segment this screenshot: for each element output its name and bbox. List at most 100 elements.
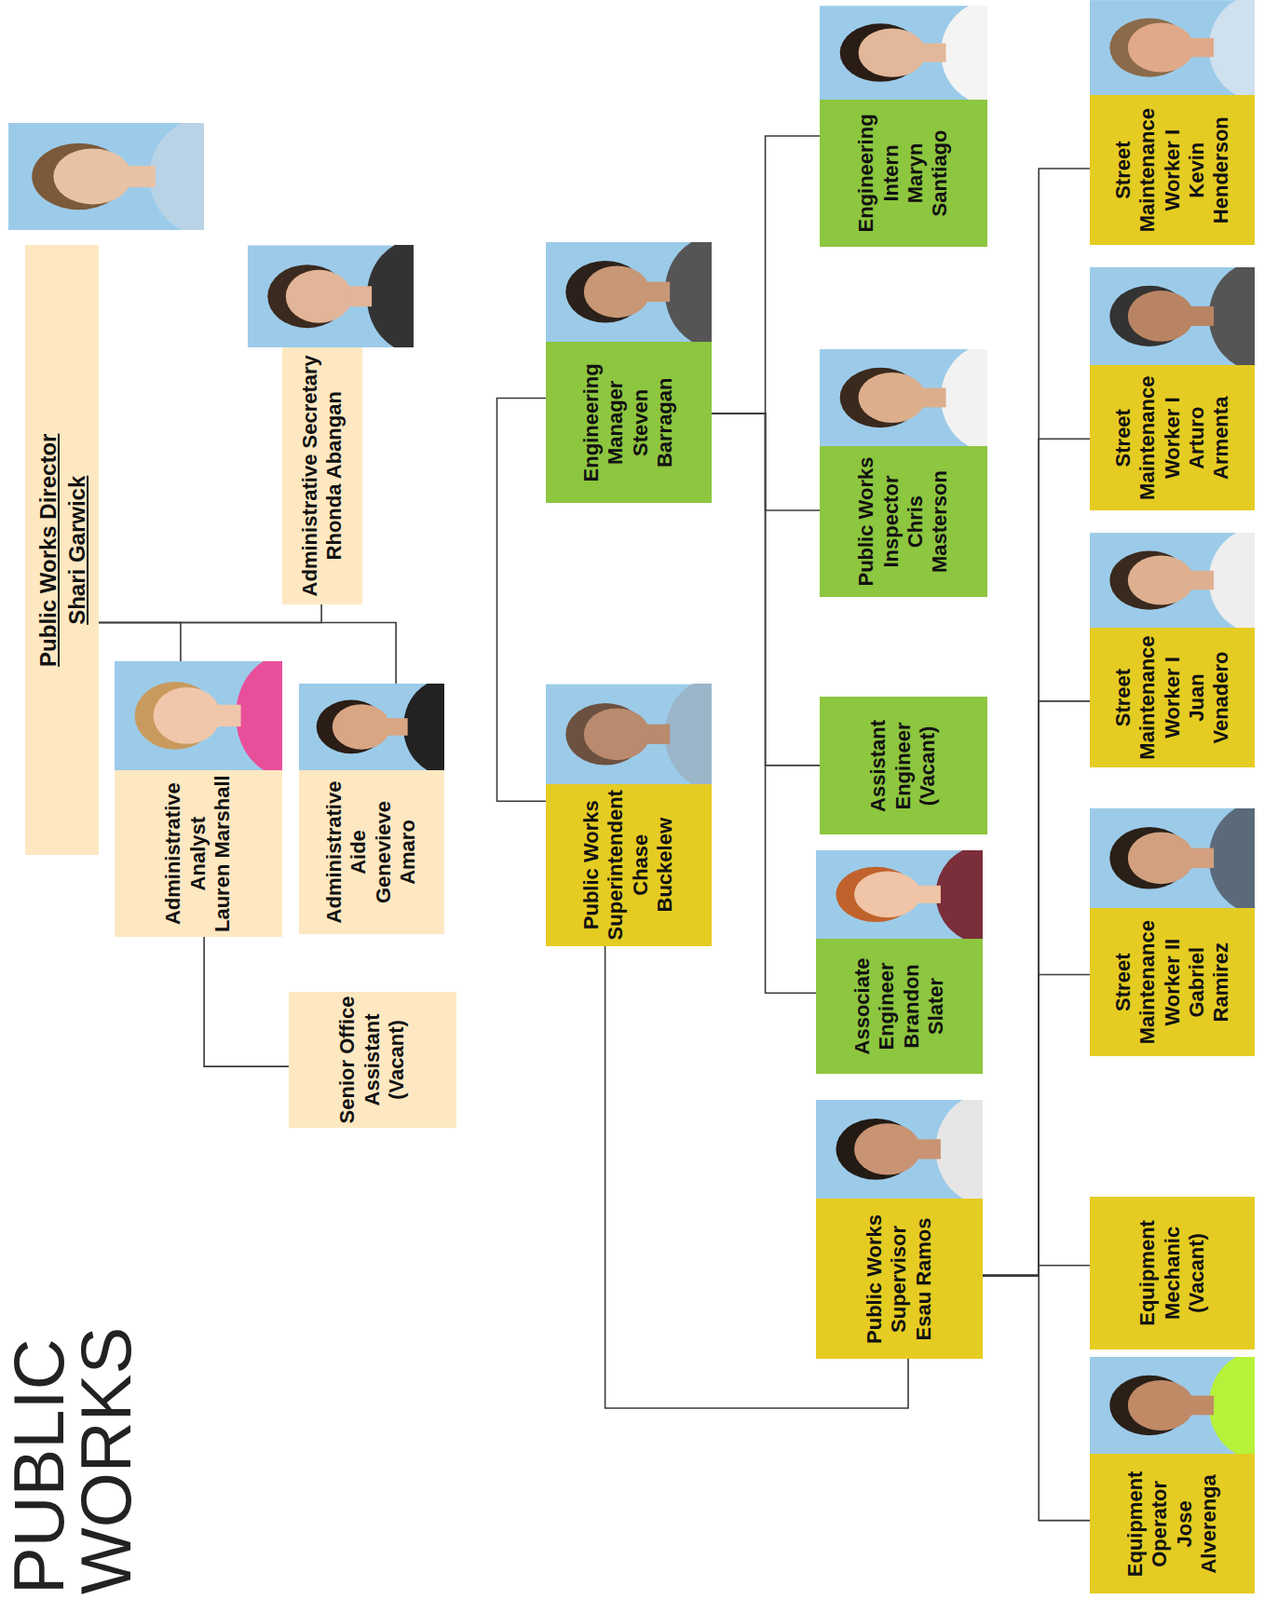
portrait-photo: [815, 850, 983, 939]
org-connector: [710, 135, 820, 414]
org-connector: [497, 398, 547, 802]
photo-face: [1128, 1380, 1195, 1431]
org-connector: [982, 701, 1090, 1277]
portrait-photo: [1089, 808, 1255, 909]
text-stack: Public Works InspectorChris Masterson: [854, 449, 953, 594]
role-title: Administrative Analyst: [161, 774, 211, 934]
org-connector: [98, 604, 322, 624]
position-box: Assistant Engineer (Vacant): [819, 696, 989, 835]
org-connector: [982, 1276, 1090, 1522]
photo-face: [584, 707, 651, 761]
photo-shoulders: [403, 683, 445, 771]
position-box: Administrative SecretaryRhonda Abangan: [282, 347, 362, 605]
position-box: Senior Office Assistant (Vacant): [288, 992, 457, 1129]
person-name: Genevieve Amaro: [371, 774, 422, 930]
photo-face: [854, 1124, 921, 1176]
text-stack: Street Maintenance Worker IKevin Henders…: [1111, 98, 1235, 242]
position-box: Administrative AideGenevieve Amaro: [299, 770, 445, 934]
photo-face: [854, 871, 921, 919]
photo-face: [1128, 291, 1195, 343]
position-box: Street Maintenance Worker IKevin Henders…: [1089, 95, 1255, 245]
photo-shoulders: [1209, 808, 1256, 909]
person-name: Rhonda Abangan: [322, 351, 347, 601]
role-title: Equipment Operator: [1123, 1457, 1173, 1591]
photo-shoulders: [1209, 267, 1256, 366]
photo-face: [857, 27, 925, 77]
photo-shoulders: [235, 661, 284, 771]
role-title: Street Maintenance Worker I: [1111, 98, 1185, 242]
photo-face: [1128, 832, 1195, 885]
person-name: Chase Buckelew: [628, 788, 679, 943]
photo-shoulders: [1209, 0, 1256, 96]
director-band: Public Works DirectorShari Garwick: [25, 244, 99, 856]
text-stack: Administrative AnalystLauren Marshall: [161, 774, 235, 934]
text-stack: Public Works DirectorShari Garwick: [33, 248, 92, 852]
role-title: Assistant Engineer (Vacant): [866, 700, 940, 831]
portrait-photo: [815, 1100, 983, 1199]
text-stack: Street Maintenance Worker IArturo Arment…: [1111, 368, 1235, 507]
text-stack: Engineering InternMaryn Santiago: [854, 103, 953, 245]
position-box: Street Maintenance Worker IIGabriel Rami…: [1089, 908, 1255, 1057]
person-name: Lauren Marshall: [210, 774, 235, 934]
photo-shoulders: [936, 1100, 983, 1199]
position-box: Engineering InternMaryn Santiago: [819, 99, 989, 248]
text-stack: Assistant Engineer (Vacant): [866, 700, 940, 831]
role-title: Public Works Superintendent: [579, 788, 629, 943]
text-stack: Engineering ManagerSteven Barragan: [579, 345, 679, 500]
portrait-photo: [1089, 1357, 1255, 1455]
person-name: Juan Venadero: [1184, 631, 1235, 764]
position-box: Public Works SupervisorEsau Ramos: [815, 1198, 983, 1360]
portrait-photo: [247, 244, 413, 348]
position-box: Street Maintenance Worker IJuan Venadero: [1089, 627, 1255, 768]
photo-shoulders: [1209, 1357, 1256, 1455]
org-connector: [982, 975, 1090, 1277]
role-title: Public Works Supervisor: [862, 1202, 912, 1356]
text-stack: Administrative SecretaryRhonda Abangan: [298, 351, 348, 601]
text-stack: Street Maintenance Worker IIGabriel Rami…: [1111, 911, 1235, 1053]
role-title: Associate Engineer: [850, 942, 900, 1071]
photo-face: [1128, 23, 1195, 73]
org-connector: [982, 438, 1090, 1276]
photo-face: [1128, 556, 1195, 606]
person-name: Arturo Armenta: [1184, 368, 1235, 507]
text-stack: Street Maintenance Worker IJuan Venadero: [1111, 631, 1235, 764]
position-box: Public Works InspectorChris Masterson: [819, 446, 989, 598]
photo-face: [53, 148, 132, 204]
role-title: Administrative Secretary: [298, 351, 323, 601]
text-stack: Senior Office Assistant (Vacant): [335, 995, 409, 1125]
portrait-photo: [1089, 0, 1255, 96]
role-title: Engineering Intern: [854, 103, 904, 245]
text-stack: Public Works SuperintendentChase Buckele…: [579, 788, 679, 943]
org-connector: [982, 1265, 1090, 1277]
position-box: Associate EngineerBrandon Slater: [815, 938, 983, 1074]
person-name: Shari Garwick: [62, 248, 92, 852]
photo-shoulders: [665, 683, 712, 784]
role-title: Engineering Manager: [579, 345, 629, 500]
person-name: Esau Ramos: [911, 1202, 937, 1356]
portrait-photo: [299, 683, 445, 771]
photo-face: [152, 687, 220, 745]
org-connector: [982, 168, 1090, 1277]
photo-shoulders: [940, 349, 989, 447]
person-name: Chris Masterson: [903, 449, 953, 594]
position-box: Equipment OperatorJose Alverenga: [1089, 1454, 1255, 1594]
position-box: Equipment Mechanic (Vacant): [1089, 1196, 1255, 1349]
person-name: Maryn Santiago: [903, 103, 953, 245]
portrait-photo: [819, 349, 989, 447]
person-name: Gabriel Ramirez: [1184, 911, 1235, 1053]
photo-shoulders: [936, 850, 983, 939]
org-connector: [203, 937, 289, 1067]
photo-shoulders: [149, 122, 204, 231]
role-title: Street Maintenance Worker II: [1111, 911, 1185, 1053]
photo-shoulders: [940, 5, 989, 100]
person-name: Kevin Henderson: [1184, 98, 1235, 242]
text-stack: Administrative AideGenevieve Amaro: [322, 774, 422, 930]
portrait-photo: [545, 242, 711, 342]
role-title: Public Works Inspector: [854, 449, 904, 594]
person-name: Steven Barragan: [628, 345, 679, 500]
org-connector: [710, 413, 816, 993]
person-name: Brandon Slater: [899, 942, 950, 1071]
photo-face: [584, 266, 651, 319]
photo-shoulders: [1209, 532, 1256, 628]
